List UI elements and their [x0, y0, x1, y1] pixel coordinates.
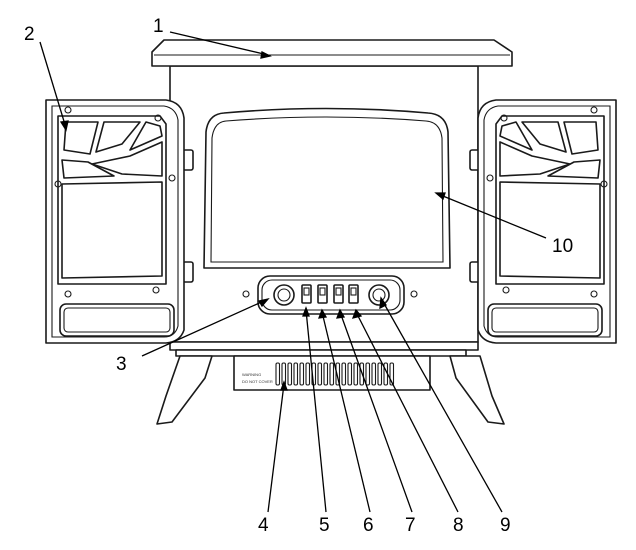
screw-left [242, 290, 250, 298]
callout-1: 1 [153, 16, 164, 37]
control-knob-left [273, 284, 295, 306]
leader-4 [267, 383, 285, 513]
callout-3: 3 [116, 354, 127, 375]
leader-2 [39, 41, 67, 129]
control-panel [257, 275, 405, 315]
stove-legs [156, 355, 505, 425]
callout-labels: 1 2 3 4 5 6 7 8 9 10 [24, 16, 573, 536]
callout-10: 10 [552, 236, 573, 257]
callout-8: 8 [453, 515, 464, 536]
callout-6: 6 [363, 515, 374, 536]
right-door-bottom-panel [487, 303, 603, 337]
leader-9 [381, 299, 503, 513]
leg-left [156, 355, 213, 425]
warning-text-2: DO NOT COVER [242, 379, 273, 384]
screw-right [410, 290, 418, 298]
callout-4: 4 [258, 515, 269, 536]
base-plate [169, 341, 479, 351]
top-lid [151, 39, 513, 67]
leader-7 [339, 311, 413, 513]
leader-10 [437, 193, 547, 239]
thermostat-knob-right [368, 284, 390, 306]
door-right [477, 99, 617, 344]
leg-right [449, 355, 505, 425]
callout-2: 2 [24, 24, 35, 45]
leader-6 [321, 311, 371, 513]
heater-vent-panel: WARNING DO NOT COVER [233, 355, 431, 391]
callout-9: 9 [500, 515, 511, 536]
leader-8 [355, 311, 459, 513]
callout-7: 7 [405, 515, 416, 536]
warning-text-1: WARNING [242, 372, 261, 377]
vent-slots [275, 362, 395, 386]
leader-1 [169, 31, 269, 56]
leader-lines [39, 31, 547, 513]
leader-3 [141, 299, 267, 357]
left-door-bottom-panel [59, 303, 175, 337]
door-left [45, 99, 185, 344]
viewing-window [203, 107, 451, 269]
callout-5: 5 [319, 515, 330, 536]
leader-5 [305, 309, 327, 513]
